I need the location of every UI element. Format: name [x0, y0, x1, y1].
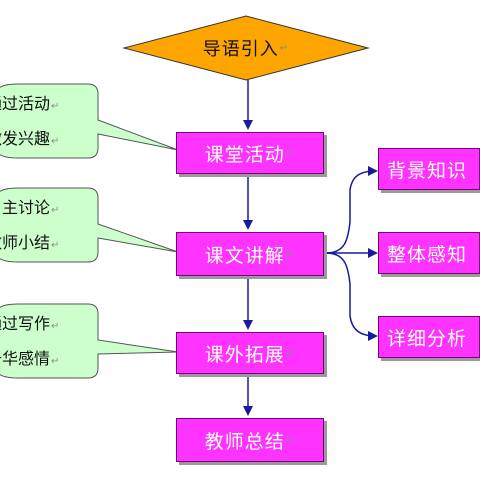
- step-teacher-summary: 教师总结↵: [176, 418, 324, 462]
- callout-line: 自主讨论↵: [0, 198, 60, 217]
- paragraph-mark: ↵: [51, 240, 60, 251]
- branch-background-knowledge: 背景知识: [378, 148, 480, 190]
- callout-bubble-3: [0, 303, 179, 379]
- paragraph-mark: ↵: [285, 347, 296, 359]
- branch-detailed-analysis: 详细分析: [378, 316, 480, 358]
- branch-overall-perception: 整体感知: [378, 232, 480, 274]
- intro-diamond: 导语引入↵: [120, 14, 372, 82]
- paragraph-mark: ↵: [51, 101, 60, 112]
- branch-label: 背景知识: [387, 159, 468, 182]
- paragraph-mark: ↵: [51, 321, 60, 332]
- step-text-explain: 课文讲解↵: [176, 232, 324, 276]
- paragraph-mark: ↵: [51, 136, 60, 147]
- callout-text-1: 通过活动↵ 激发兴趣↵: [0, 88, 59, 158]
- callout-text-3: 通过写作↵ 升华感情↵: [0, 308, 59, 378]
- intro-label: 导语引入: [202, 39, 279, 60]
- intro-label-wrap: 导语引入↵: [120, 14, 372, 82]
- paragraph-mark: ↵: [285, 248, 296, 260]
- branch-label: 详细分析: [387, 327, 468, 350]
- paragraph-mark: ↵: [285, 434, 296, 446]
- step-class-activity: 课堂活动↵: [176, 132, 324, 174]
- step-label: 教师总结: [204, 430, 285, 453]
- paragraph-mark: ↵: [51, 205, 60, 216]
- callout-line: 通过活动↵: [0, 94, 60, 113]
- branch-bracket: [325, 166, 378, 254]
- paragraph-mark: ↵: [51, 356, 60, 367]
- branch-bracket-lower: [325, 252, 378, 341]
- callout-line: 教师小结↵: [0, 233, 60, 252]
- step-label: 课文讲解: [204, 244, 285, 267]
- paragraph-mark: ↵: [279, 42, 290, 54]
- callout-line: 激发兴趣↵: [0, 129, 60, 148]
- callout-text-2: 自主讨论↵ 教师小结↵: [0, 192, 59, 262]
- callout-line: 升华感情↵: [0, 349, 60, 368]
- callout-bubble-2: [0, 187, 179, 263]
- step-label: 课外拓展: [204, 343, 285, 366]
- branch-label: 整体感知: [387, 243, 468, 266]
- step-extension: 课外拓展↵: [176, 332, 324, 374]
- callout-line: 通过写作↵: [0, 314, 60, 333]
- step-label: 课堂活动: [204, 143, 285, 166]
- callout-bubble-1: [0, 83, 179, 159]
- diamond-shape: [122, 15, 370, 81]
- paragraph-mark: ↵: [285, 147, 296, 159]
